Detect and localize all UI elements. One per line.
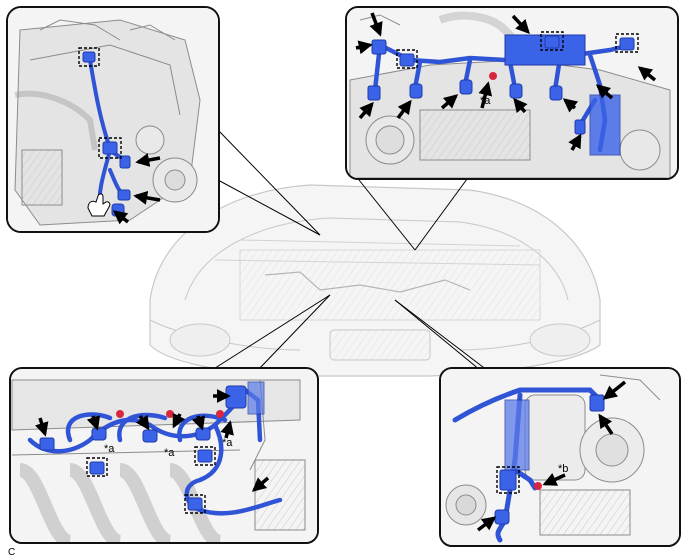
intake-manifold-drawing <box>11 369 317 542</box>
throttle-body-drawing <box>441 369 679 545</box>
engine-side-drawing <box>8 8 218 231</box>
harness-bracket-br <box>504 399 530 471</box>
dashed-box-marker-icon <box>86 446 216 514</box>
connector-clamp-icon <box>534 482 542 490</box>
callout-a-label-2: *a <box>164 447 175 459</box>
panel-top-right: *a <box>345 6 679 180</box>
panel-bottom-right: *b <box>439 367 681 547</box>
callout-a-label-3: *a <box>222 437 233 449</box>
arrow-pointer-icon <box>355 12 657 151</box>
hand-icon <box>87 193 111 217</box>
dashed-box-marker-icon <box>496 466 520 494</box>
panel-bottom-left: *a *a *a <box>9 367 319 544</box>
connector-clamp-icon <box>116 410 224 418</box>
callout-a-label: *a <box>480 95 491 107</box>
connectors-tr <box>367 35 635 135</box>
harness-protector-bl <box>247 381 265 415</box>
callout-b-label: *b <box>558 463 568 475</box>
arrow-pointer-icon <box>112 153 161 225</box>
vehicle-overview <box>149 184 601 377</box>
arrow-pointer-icon <box>34 389 270 492</box>
figure-id-label: C <box>8 547 15 558</box>
dashed-box-marker-icon <box>78 47 122 159</box>
connector-clamp-icon <box>489 72 497 80</box>
connectors-br <box>494 394 605 525</box>
wire-harness-bl <box>27 387 283 516</box>
callout-a-label-1: *a <box>104 443 115 455</box>
callout-leader-lines <box>211 129 501 381</box>
dashed-box-marker-icon <box>396 31 639 69</box>
harness-bracket-tr-2 <box>589 94 621 156</box>
panel-top-left <box>6 6 220 233</box>
arrow-pointer-icon <box>476 380 627 532</box>
